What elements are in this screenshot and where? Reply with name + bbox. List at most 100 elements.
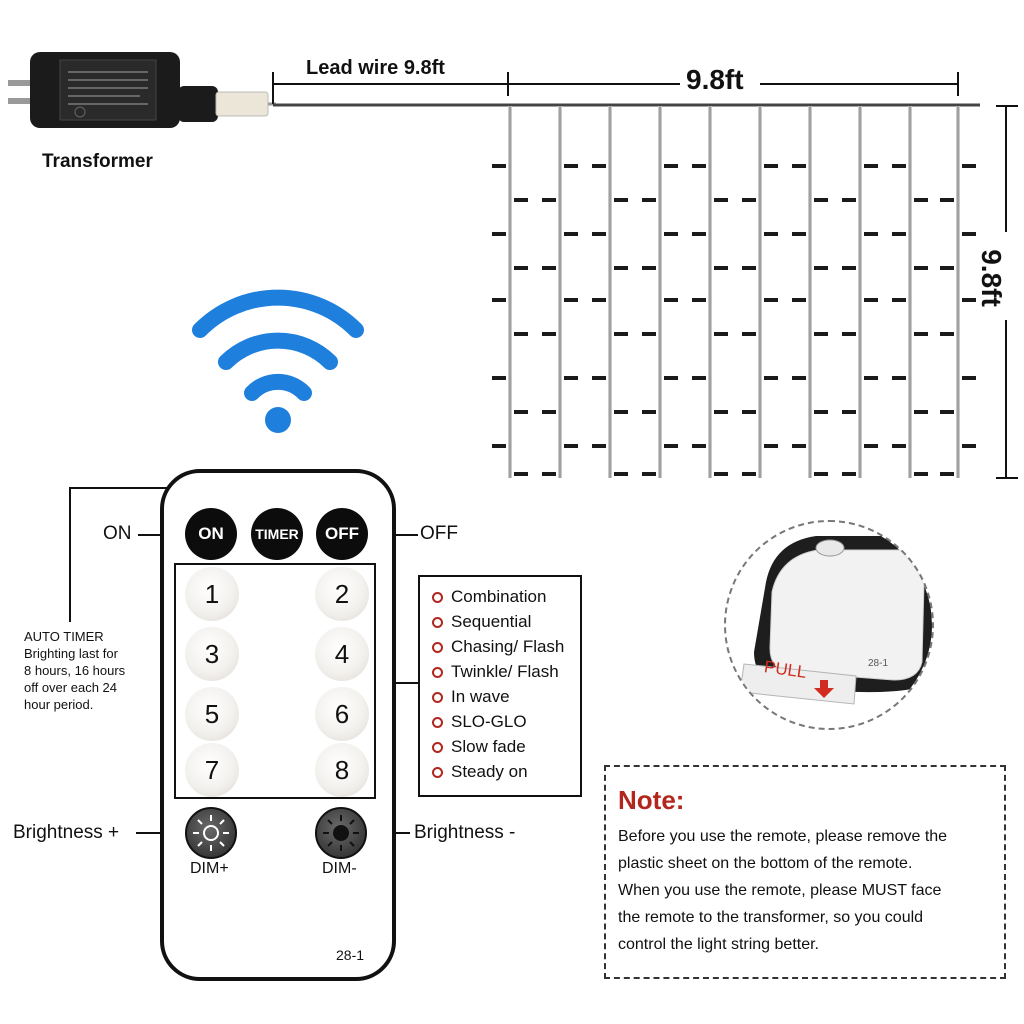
led-bulb xyxy=(962,444,976,448)
timer-button[interactable]: TIMER xyxy=(251,508,303,560)
dim-plus-button[interactable] xyxy=(185,807,237,859)
led-bulb xyxy=(940,472,954,476)
led-bulb xyxy=(742,266,756,270)
on-button[interactable]: ON xyxy=(185,508,237,560)
off-button-label: OFF xyxy=(325,524,359,543)
led-bulb xyxy=(564,444,578,448)
mode-button-3[interactable]: 3 xyxy=(185,627,239,681)
led-bulb xyxy=(892,232,906,236)
led-bulb xyxy=(742,198,756,202)
led-bulb xyxy=(792,376,806,380)
led-bulb xyxy=(864,444,878,448)
bullet-icon xyxy=(432,766,443,778)
led-bulb xyxy=(492,298,506,302)
led-bulb xyxy=(564,298,578,302)
led-bulb xyxy=(742,410,756,414)
mode-button-2-label: 2 xyxy=(334,578,350,609)
led-bulb xyxy=(742,472,756,476)
led-bulb xyxy=(692,444,706,448)
led-bulb xyxy=(592,376,606,380)
note-title: Note: xyxy=(618,785,685,815)
bullet-icon xyxy=(432,741,443,753)
led-bulb xyxy=(914,198,928,202)
led-bulb xyxy=(664,376,678,380)
mode-item-slo-glo: SLO-GLO xyxy=(432,712,527,732)
led-bulb xyxy=(542,410,556,414)
led-bulb xyxy=(642,198,656,202)
auto-timer-line-1: Brighting last for xyxy=(24,646,118,661)
note-box: Note: Before you use the remote, please … xyxy=(604,765,1006,979)
led-bulb xyxy=(642,472,656,476)
led-bulb xyxy=(962,298,976,302)
led-bulb xyxy=(792,232,806,236)
lead-wire-dimension xyxy=(272,72,959,104)
mode-button-7[interactable]: 7 xyxy=(185,743,239,797)
led-bulb xyxy=(764,376,778,380)
led-bulb xyxy=(814,410,828,414)
led-bulb xyxy=(864,376,878,380)
mode-button-8[interactable]: 8 xyxy=(315,743,369,797)
lead-wire-label: Lead wire 9.8ft xyxy=(306,57,445,79)
led-bulb xyxy=(642,410,656,414)
off-callout-label: OFF xyxy=(420,523,458,544)
mode-label: In wave xyxy=(451,687,510,706)
dim-minus-button[interactable] xyxy=(315,807,367,859)
note-line-2: plastic sheet on the bottom of the remot… xyxy=(618,855,913,872)
mode-label: Chasing/ Flash xyxy=(451,637,565,656)
mode-button-4[interactable]: 4 xyxy=(315,627,369,681)
mode-label: Steady on xyxy=(451,762,528,781)
mode-button-5[interactable]: 5 xyxy=(185,687,239,741)
led-bulb xyxy=(842,266,856,270)
led-bulb xyxy=(914,410,928,414)
wifi-dot xyxy=(265,407,291,433)
led-bulb xyxy=(614,198,628,202)
mode-button-7-label: 7 xyxy=(204,754,220,785)
led-bulb xyxy=(892,444,906,448)
sun-filled-icon xyxy=(323,815,359,851)
transformer-icon xyxy=(8,52,276,128)
led-bulb xyxy=(892,164,906,168)
led-bulb xyxy=(542,472,556,476)
off-button[interactable]: OFF xyxy=(316,508,368,560)
led-bulb xyxy=(564,164,578,168)
led-bulb xyxy=(892,376,906,380)
mode-button-1-label: 1 xyxy=(204,578,220,609)
led-bulb xyxy=(892,298,906,302)
wifi-icon xyxy=(192,289,364,401)
note-line-3: When you use the remote, please MUST fac… xyxy=(618,882,942,899)
led-bulb xyxy=(940,266,954,270)
led-bulb xyxy=(664,232,678,236)
led-bulb xyxy=(742,332,756,336)
led-bulb xyxy=(492,376,506,380)
led-bulb xyxy=(664,444,678,448)
led-bulb xyxy=(514,266,528,270)
mode-button-2[interactable]: 2 xyxy=(315,567,369,621)
led-bulb xyxy=(614,410,628,414)
led-bulb xyxy=(514,198,528,202)
led-bulb xyxy=(664,298,678,302)
brightness-minus-label: Brightness - xyxy=(414,822,516,843)
led-bulb xyxy=(642,266,656,270)
mode-item-chasing-flash: Chasing/ Flash xyxy=(432,637,564,657)
bullet-icon xyxy=(432,641,443,653)
led-bulb xyxy=(764,232,778,236)
mode-button-6[interactable]: 6 xyxy=(315,687,369,741)
mode-item-steady-on: Steady on xyxy=(432,762,528,782)
led-bulb xyxy=(514,410,528,414)
mode-button-1[interactable]: 1 xyxy=(185,567,239,621)
mode-button-3-label: 3 xyxy=(204,638,220,669)
led-bulb xyxy=(692,164,706,168)
on-button-label: ON xyxy=(198,524,224,543)
led-bulb xyxy=(492,164,506,168)
mode-list: Combination Sequential Chasing/ Flash Tw… xyxy=(418,575,582,797)
pull-tab-inset: PULL 28-1 xyxy=(724,520,934,730)
mode-label: Combination xyxy=(451,587,547,606)
led-bulb xyxy=(914,266,928,270)
led-bulb xyxy=(714,198,728,202)
led-bulb xyxy=(792,298,806,302)
led-bulb xyxy=(542,266,556,270)
on-callout-label: ON xyxy=(103,523,132,544)
note-line-4: the remote to the transformer, so you co… xyxy=(618,909,924,926)
led-bulb xyxy=(514,332,528,336)
